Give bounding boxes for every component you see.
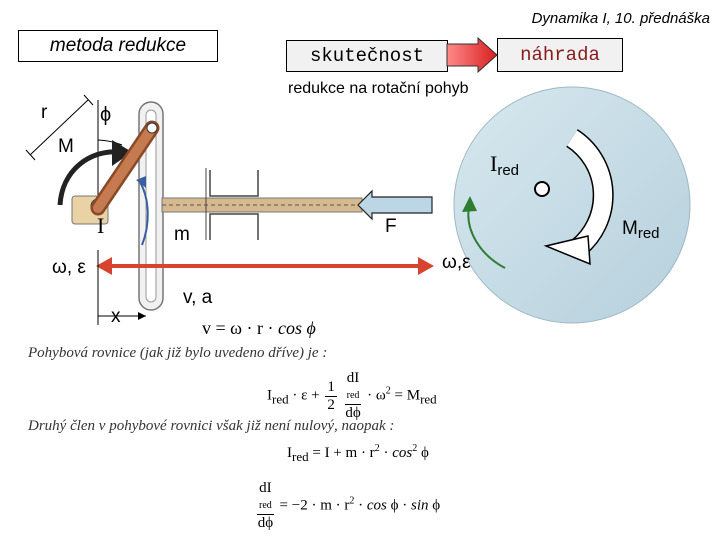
velocity-equation: v = ω · r · cos ϕ bbox=[202, 318, 316, 338]
angle-arc bbox=[97, 139, 123, 146]
force-label: F bbox=[385, 216, 397, 237]
radius-label: r bbox=[41, 102, 48, 123]
flow-arrow bbox=[446, 36, 498, 74]
course-header: Dynamika I, 10. přednáška bbox=[531, 10, 710, 27]
reduction-caption: redukce na rotační pohyb bbox=[288, 80, 469, 97]
lower-guide bbox=[209, 213, 259, 240]
moment-arrow bbox=[57, 149, 119, 206]
upper-guide bbox=[209, 170, 259, 197]
displacement-label: x bbox=[111, 306, 121, 327]
second-term-text: Druhý člen v pohybové rovnici však již n… bbox=[28, 418, 395, 434]
mass-label: m bbox=[174, 224, 190, 245]
force-arrow bbox=[357, 189, 433, 221]
angle-label: ϕ bbox=[100, 104, 112, 126]
substitute-label: náhrada bbox=[497, 38, 623, 72]
inertia-label: I bbox=[97, 213, 105, 238]
reduced-moment-label: Mred bbox=[622, 218, 660, 242]
omega-arc-right bbox=[467, 206, 506, 269]
equation-intro-text: Pohybová rovnice (jak již bylo uvedeno d… bbox=[28, 345, 328, 361]
reduced-disk bbox=[453, 86, 691, 324]
reduced-inertia-label: Ired bbox=[490, 151, 520, 179]
method-title: metoda redukce bbox=[18, 30, 218, 62]
disk-axis bbox=[534, 181, 550, 197]
omega-arc-left bbox=[139, 181, 149, 246]
velocity-accel-label: v, a bbox=[183, 287, 213, 308]
omega-eps-right-label: ω,ε bbox=[442, 252, 471, 273]
moment-label: M bbox=[58, 136, 74, 157]
omega-eps-left-label: ω, ε bbox=[52, 257, 86, 278]
reduced-inertia-equation: Ired = I + m · r2 · cos2 ϕ bbox=[287, 443, 429, 464]
radius-dimension-line bbox=[29, 99, 89, 156]
